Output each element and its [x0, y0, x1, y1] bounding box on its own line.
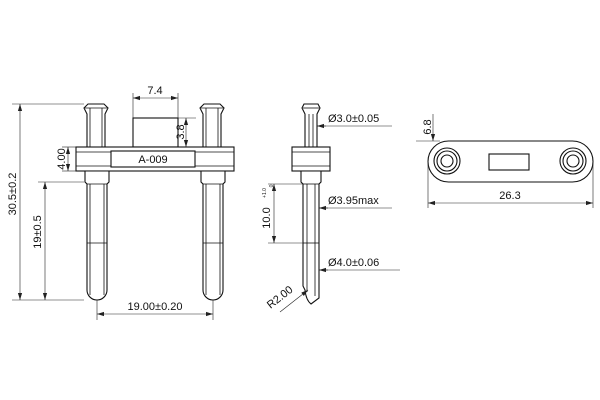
dim-plate-height: 6.8 [416, 114, 440, 142]
dim-tab-height-text: 3.8 [175, 124, 187, 139]
dim-overall-height-text: 30.5±0.2 [7, 173, 19, 216]
right-top-pin [199, 103, 225, 148]
dim-body-height-text: 4.00 [56, 148, 68, 169]
pin-side-profile [291, 103, 331, 305]
center-tab [132, 117, 179, 148]
left-pin [84, 170, 110, 301]
dim-tip-diameter-text: Ø4.0±0.06 [328, 257, 379, 269]
side-view: Ø3.0±0.05 Ø3.95max Ø4.0±0.06 10.0 +1.0 0… [261, 103, 400, 313]
dim-tip-diameter: Ø4.0±0.06 [319, 257, 400, 273]
dim-tip-radius: R2.00 [265, 284, 309, 313]
dim-pin-length: 19±0.5 [32, 181, 84, 300]
dim-pin-spacing: 19.00±0.20 [96, 300, 214, 320]
dim-tab-width-text: 7.4 [147, 85, 162, 97]
dim-tab-height: 3.8 [175, 117, 196, 147]
dim-pin-spacing-text: 19.00±0.20 [128, 301, 183, 313]
dim-plate-length-text: 26.3 [499, 190, 520, 202]
plug-body: A-009 [75, 146, 235, 172]
dim-neck-length-tol-minus: 0 [269, 184, 275, 187]
front-view: A-009 7.4 3.8 [7, 85, 235, 320]
dim-small-diameter: Ø3.0±0.05 [317, 113, 392, 129]
center-slot [488, 153, 530, 171]
dim-plate-height-text: 6.8 [422, 119, 434, 134]
dim-tip-radius-text: R2.00 [265, 284, 296, 312]
base-plate [427, 140, 594, 183]
dim-neck-length: 10.0 +1.0 0 [261, 183, 303, 244]
dim-plate-length: 26.3 [427, 161, 594, 208]
left-top-pin [83, 103, 109, 148]
right-pin [200, 170, 226, 301]
left-pin-hole [433, 147, 461, 175]
dim-neck-diameter-text: Ø3.95max [328, 195, 379, 207]
part-label: A-009 [138, 154, 167, 166]
dim-overall-height: 30.5±0.2 [7, 103, 84, 301]
dim-neck-length-text: 10.0 [261, 207, 273, 228]
dim-tab-width: 7.4 [132, 85, 179, 118]
dim-neck-length-tol-plus: +1.0 [262, 188, 268, 198]
top-view: 6.8 26.3 [416, 114, 594, 208]
dim-body-height: 4.00 [56, 146, 76, 172]
dim-neck-diameter: Ø3.95max [319, 195, 392, 211]
dim-pin-length-text: 19±0.5 [32, 215, 44, 249]
right-pin-hole [559, 147, 587, 175]
dim-small-diameter-text: Ø3.0±0.05 [328, 113, 379, 125]
